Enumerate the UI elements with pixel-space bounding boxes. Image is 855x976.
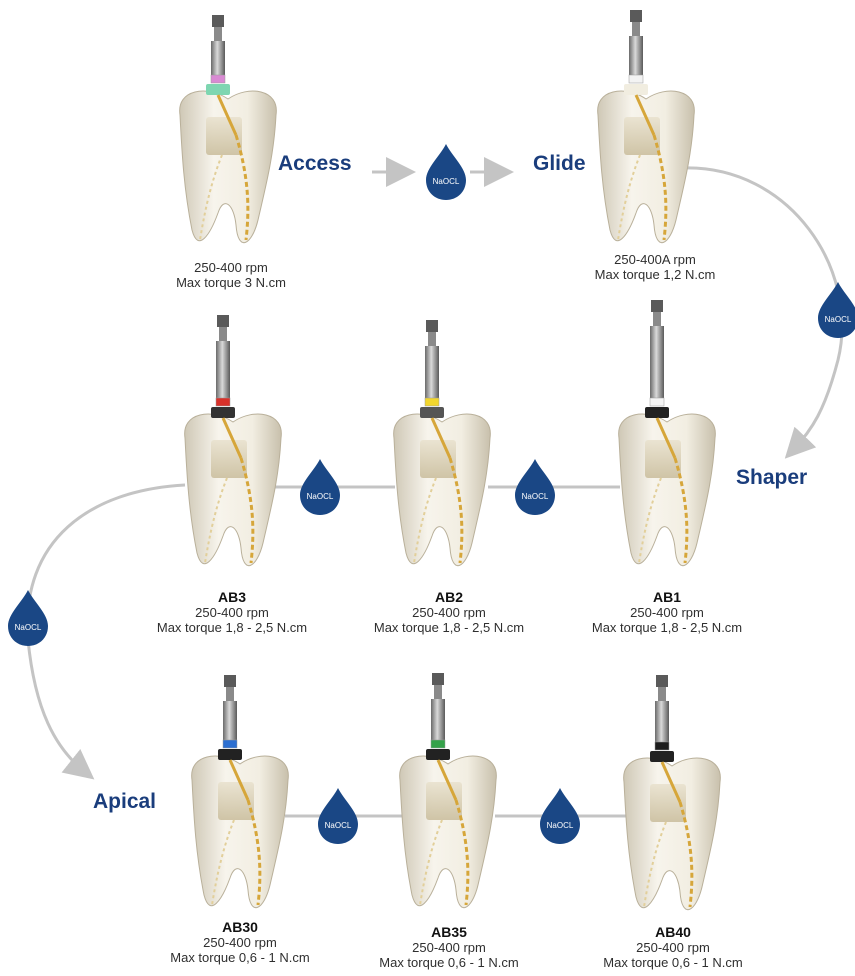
step-label-apical: Apical [93,790,156,814]
rubber-stop [645,407,669,418]
file-collar [216,398,230,406]
tooth-ab1 [619,300,716,566]
caption-ab1: AB1 250-400 rpm Max torque 1,8 - 2,5 N.c… [572,590,762,635]
file-name: AB30 [145,920,335,935]
file-collar [211,75,225,83]
caption-rpm: 250-400 rpm [145,935,335,950]
file-collar [431,740,445,748]
rubber-stop [624,84,648,95]
naocl-label: NaOCL [547,821,574,830]
file-name: AB2 [354,590,544,605]
tooth-glide [598,10,695,243]
file-collar [629,75,643,83]
caption-rpm: 250-400A rpm [560,252,750,267]
rubber-stop [650,751,674,762]
rubber-stop [218,749,242,760]
naocl-label: NaOCL [433,177,460,186]
tooth-ab30 [192,675,289,908]
naocl-label: NaOCL [522,492,549,501]
caption-rpm: 250-400 rpm [578,940,768,955]
caption-torque: Max torque 0,6 - 1 N.cm [578,955,768,970]
rubber-stop [420,407,444,418]
naocl-drop-icon: NaOCL [540,788,580,844]
tooth-ab2 [394,320,491,566]
caption-access: 250-400 rpm Max torque 3 N.cm [136,260,326,290]
file-collar [425,398,439,406]
file-collar [223,740,237,748]
rubber-stop [206,84,230,95]
caption-ab40: AB40 250-400 rpm Max torque 0,6 - 1 N.cm [578,925,768,970]
tooth-ab3 [185,315,282,566]
caption-rpm: 250-400 rpm [137,605,327,620]
file-collar [655,742,669,750]
teeth-group [180,10,721,910]
caption-torque: Max torque 1,2 N.cm [560,267,750,282]
caption-torque: Max torque 1,8 - 2,5 N.cm [354,620,544,635]
rubber-stop [426,749,450,760]
tooth-ab40 [624,675,721,910]
caption-torque: Max torque 0,6 - 1 N.cm [145,950,335,965]
tooth-access [180,15,277,243]
caption-torque: Max torque 1,8 - 2,5 N.cm [137,620,327,635]
naocl-label: NaOCL [307,492,334,501]
caption-torque: Max torque 1,8 - 2,5 N.cm [572,620,762,635]
caption-ab35: AB35 250-400 rpm Max torque 0,6 - 1 N.cm [354,925,544,970]
naocl-drop-icon: NaOCL [318,788,358,844]
rubber-stop [211,407,235,418]
naocl-drop-icon: NaOCL [515,459,555,515]
step-label-shaper: Shaper [736,466,807,490]
caption-rpm: 250-400 rpm [572,605,762,620]
step-label-access: Access [278,152,352,176]
naocl-label: NaOCL [325,821,352,830]
naocl-drop-icon: NaOCL [8,590,48,646]
caption-ab2: AB2 250-400 rpm Max torque 1,8 - 2,5 N.c… [354,590,544,635]
tooth-ab35 [400,673,497,908]
naocl-drop-icon: NaOCL [300,459,340,515]
file-name: AB3 [137,590,327,605]
naocl-label: NaOCL [15,623,42,632]
caption-torque: Max torque 0,6 - 1 N.cm [354,955,544,970]
curve-glide-to-shaper [683,168,842,450]
file-collar [650,398,664,406]
file-name: AB40 [578,925,768,940]
caption-ab3: AB3 250-400 rpm Max torque 1,8 - 2,5 N.c… [137,590,327,635]
file-name: AB1 [572,590,762,605]
caption-rpm: 250-400 rpm [354,940,544,955]
naocl-drop-icon: NaOCL [818,282,855,338]
step-label-glide: Glide [533,152,586,176]
caption-ab30: AB30 250-400 rpm Max torque 0,6 - 1 N.cm [145,920,335,965]
caption-rpm: 250-400 rpm [354,605,544,620]
naocl-drop-icon: NaOCL [426,144,466,200]
naocl-label: NaOCL [825,315,852,324]
caption-torque: Max torque 3 N.cm [136,275,326,290]
caption-glide: 250-400A rpm Max torque 1,2 N.cm [560,252,750,282]
caption-rpm: 250-400 rpm [136,260,326,275]
file-name: AB35 [354,925,544,940]
